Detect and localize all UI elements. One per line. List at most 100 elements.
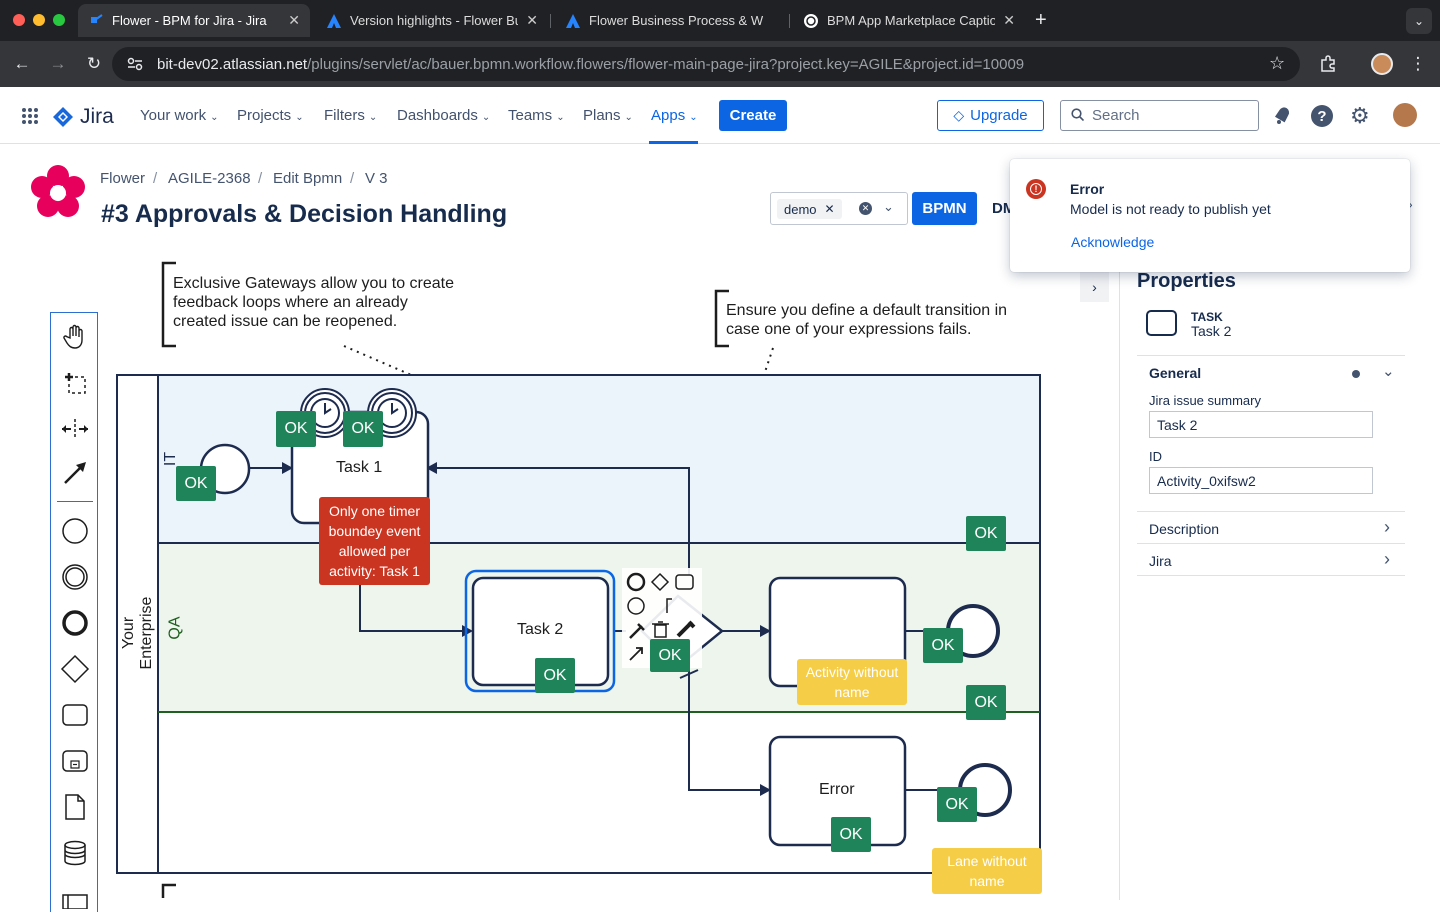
create-button[interactable]: Create [719,100,787,131]
delete-trash-icon[interactable] [652,621,669,638]
append-annotation-icon[interactable] [666,598,672,613]
browser-tab[interactable]: Flower Business Process & W [555,4,787,37]
tab-close-icon[interactable]: ✕ [526,12,538,28]
append-task-icon[interactable] [675,574,694,590]
tab-title: Version highlights - Flower Bu [350,13,519,28]
lane-label-it: IT [162,451,180,467]
collapse-panel-chevron-icon[interactable]: › [1080,271,1109,302]
ok-badge: OK [831,817,871,852]
hand-tool-icon[interactable] [51,319,99,355]
app-switcher-icon[interactable] [21,107,39,130]
nav-teams[interactable]: Teams⌄ [508,107,565,124]
back-icon[interactable]: ← [13,54,31,73]
profile-avatar[interactable] [1371,53,1393,75]
tag-remove-icon[interactable]: ✕ [824,202,835,216]
connect-arrow-icon[interactable] [629,647,643,661]
id-input[interactable]: Activity_0xifsw2 [1149,467,1373,494]
jira-logo-icon [53,107,73,127]
changed-indicator-dot [1352,370,1360,378]
nav-plans[interactable]: Plans⌄ [583,107,633,124]
ok-badge: OK [535,658,575,693]
site-info-icon[interactable] [126,56,144,77]
summary-input[interactable]: Task 2 [1149,411,1373,438]
clear-icon[interactable]: ✕ [859,202,872,215]
new-tab-icon[interactable]: + [1035,9,1047,31]
user-avatar[interactable] [1393,103,1417,127]
task-1-label: Task 1 [336,459,383,476]
bpmn-canvas[interactable] [0,0,1110,900]
upgrade-button[interactable]: ◇Upgrade [937,100,1044,131]
dmn-button[interactable]: DM [992,200,1016,217]
more-options-icon[interactable]: › [1408,196,1413,212]
data-object-icon[interactable] [51,789,99,825]
gateway-icon[interactable] [51,651,99,687]
error-task-label: Error [819,781,855,798]
breadcrumb-edit-bpmn[interactable]: Edit Bpmn [273,170,343,187]
window-close-button[interactable] [13,14,25,26]
nav-label: Teams [508,107,553,124]
browser-tab[interactable]: BPM App Marketplace Captio ✕ [793,4,1025,37]
chevron-down-icon: ⌄ [481,112,491,123]
notifications-icon[interactable] [1272,105,1292,130]
bpmn-button[interactable]: BPMN [912,192,977,225]
annotation-note-1[interactable]: Exclusive Gateways allow you to create f… [173,274,454,331]
nav-apps[interactable]: Apps⌄ [651,107,698,124]
breadcrumb-version[interactable]: V 3 [365,170,388,187]
forward-icon[interactable]: → [49,54,67,73]
jira-logo[interactable]: Jira [52,105,114,129]
bookmark-star-icon[interactable]: ☆ [1269,53,1286,73]
lasso-tool-icon[interactable] [51,365,99,401]
properties-heading: Properties [1137,270,1236,292]
window-minimize-button[interactable] [33,14,45,26]
browser-tab[interactable]: Version highlights - Flower Bu ✕ [316,4,548,37]
data-store-icon[interactable] [51,835,99,871]
chevron-down-icon[interactable]: ⌄ [883,199,894,214]
nav-dashboards[interactable]: Dashboards⌄ [397,107,490,124]
intermediate-event-icon[interactable] [51,559,99,595]
nav-filters[interactable]: Filters⌄ [324,107,377,124]
pool-icon[interactable] [51,881,99,917]
append-end-event-icon[interactable] [626,572,646,592]
ok-badge: OK [923,628,963,663]
connect-tool-icon[interactable] [51,455,99,491]
append-gateway-icon[interactable] [650,572,670,592]
browser-tab-active[interactable]: Flower - BPM for Jira - Jira ✕ [78,4,310,37]
chevron-down-icon: ⌄ [368,112,378,123]
subprocess-icon[interactable] [51,743,99,779]
annotation-note-2[interactable]: Ensure you define a default transition i… [726,301,1007,339]
start-event-icon[interactable] [51,513,99,549]
help-icon[interactable]: ? [1311,105,1333,127]
description-section[interactable]: Description › [1137,511,1405,543]
general-section-title[interactable]: General [1149,365,1202,381]
task-icon[interactable] [51,697,99,733]
end-event-icon[interactable] [51,605,99,641]
window-maximize-button[interactable] [53,14,65,26]
color-picker-icon[interactable] [676,620,696,638]
ok-badge: OK [937,787,977,822]
browser-menu-icon[interactable]: ⋮ [1409,54,1427,73]
extensions-icon[interactable] [1316,52,1340,76]
append-intermediate-event-icon[interactable] [627,597,645,615]
page-title: #3 Approvals & Decision Handling [101,200,508,228]
breadcrumb-issue[interactable]: AGILE-2368 [168,170,251,187]
search-input[interactable]: Search [1060,100,1259,131]
nav-projects[interactable]: Projects⌄ [237,107,304,124]
url-field[interactable]: bit-dev02.atlassian.net/plugins/servlet/… [112,47,1300,81]
tag-select[interactable]: demo✕ ✕ ⌄ [770,192,908,225]
reload-icon[interactable]: ↻ [86,54,102,73]
acknowledge-link[interactable]: Acknowledge [1071,234,1155,250]
breadcrumb-separator: / [153,170,158,187]
tab-search-icon[interactable]: ⌄ [1406,8,1432,34]
jira-section[interactable]: Jira › [1137,543,1405,576]
timer-boundary-event-icon[interactable] [367,388,417,438]
nav-your-work[interactable]: Your work⌄ [140,107,219,124]
tab-close-icon[interactable]: ✕ [1003,12,1015,28]
wrench-icon[interactable] [629,623,645,639]
chevron-down-icon[interactable]: ⌄ [1382,363,1395,380]
breadcrumb-flower[interactable]: Flower [100,170,146,187]
settings-gear-icon[interactable]: ⚙ [1350,103,1370,128]
tab-close-icon[interactable]: ✕ [288,12,300,28]
lane-it[interactable] [158,376,1039,543]
space-tool-icon[interactable] [51,411,99,447]
gem-icon: ◇ [953,107,965,123]
